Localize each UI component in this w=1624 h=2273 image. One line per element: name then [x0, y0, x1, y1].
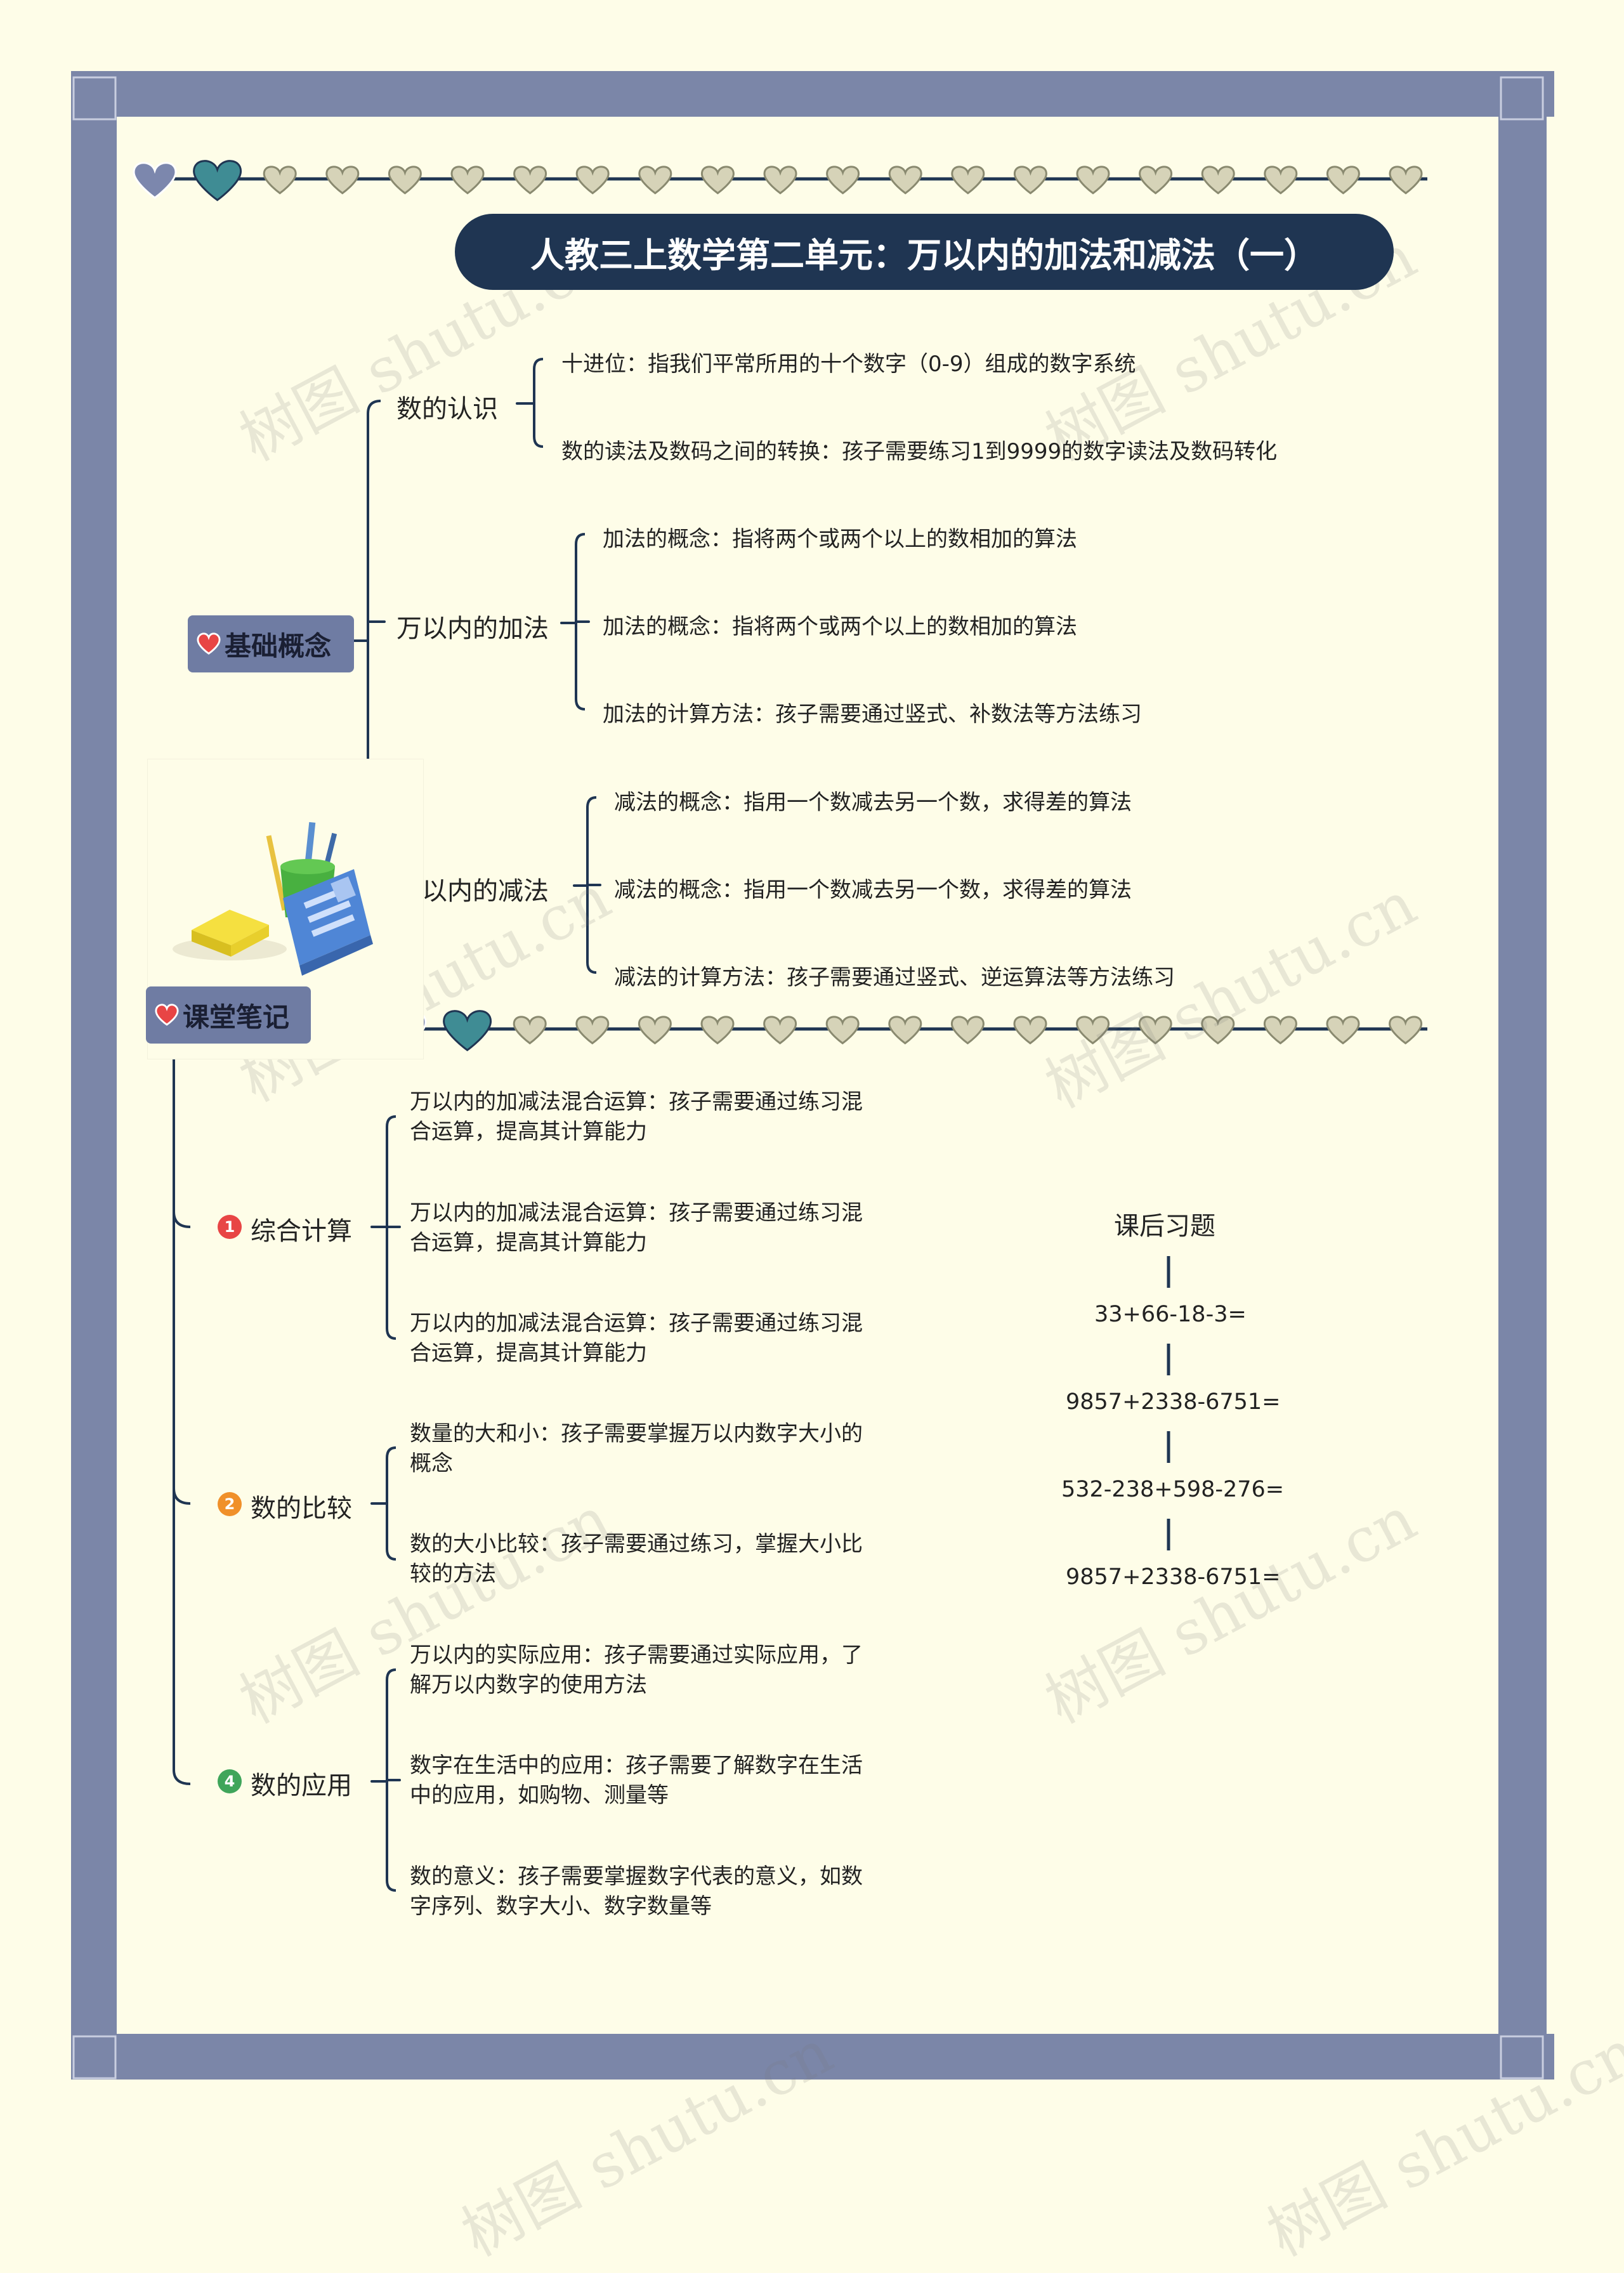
heart-chain — [951, 166, 985, 195]
heart-chain — [763, 1016, 797, 1045]
branch-label-application[interactable]: 数的应用 — [251, 1771, 352, 1800]
heart-chain — [263, 166, 297, 195]
frame-corner — [1500, 76, 1544, 121]
heart-chain — [1138, 1016, 1172, 1045]
frame-left-bar — [71, 71, 117, 2080]
frame-top-bar — [71, 71, 1554, 117]
note-mixed-3[interactable]: 万以内的加减法混合运算：孩子需要通过练习混合运算，提高其计算能力 — [410, 1311, 863, 1366]
heart-chain — [133, 162, 177, 199]
heart-chain — [1013, 1016, 1047, 1045]
number-badge: 2 — [218, 1492, 242, 1516]
connector-line — [173, 1488, 191, 1505]
heart-chain — [1201, 166, 1235, 195]
heart-chain — [888, 166, 922, 195]
exercise-item[interactable]: 532-238+598-276= — [1061, 1477, 1285, 1502]
heart-chain — [513, 1016, 547, 1045]
heart-chain — [1326, 166, 1360, 195]
leaf-subtraction-method[interactable]: 减法的计算方法：孩子需要通过竖式、逆运算法等方法练习 — [614, 965, 1175, 990]
heart-chain — [443, 1010, 492, 1052]
heart-chain — [1264, 166, 1298, 195]
heart-chain — [1201, 1016, 1235, 1045]
heart-chain — [513, 166, 547, 195]
leaf-subtraction-concept[interactable]: 减法的概念：指用一个数减去另一个数，求得差的算法 — [614, 877, 1132, 903]
category-label: 课堂笔记 — [183, 1001, 290, 1033]
heart-chain — [1389, 166, 1423, 195]
heart-chain — [1076, 166, 1110, 195]
heart-chain — [826, 166, 860, 195]
connector-line — [533, 358, 544, 448]
number-badge: 4 — [218, 1769, 242, 1793]
heart-chain — [388, 166, 422, 195]
note-mixed-2[interactable]: 万以内的加减法混合运算：孩子需要通过练习混合运算，提高其计算能力 — [410, 1200, 863, 1255]
heart-chain — [888, 1016, 922, 1045]
leaf-decimal[interactable]: 十进位：指我们平常所用的十个数字（0-9）组成的数字系统 — [561, 351, 1136, 377]
leaf-addition-method[interactable]: 加法的计算方法：孩子需要通过竖式、补数法等方法练习 — [603, 702, 1142, 727]
note-apply-3[interactable]: 数的意义：孩子需要掌握数字代表的意义，如数字序列、数字大小、数字数量等 — [410, 1864, 863, 1919]
heart-chain — [1326, 1016, 1360, 1045]
connector-line — [173, 1211, 191, 1228]
frame-corner — [1500, 2035, 1544, 2080]
note-apply-1[interactable]: 万以内的实际应用：孩子需要通过实际应用，了解万以内数字的使用方法 — [410, 1642, 863, 1698]
pencil-cup-illustration — [147, 759, 424, 1059]
exercise-item[interactable]: 9857+2338-6751= — [1066, 1564, 1281, 1590]
heart-chain — [1013, 166, 1047, 195]
leaf-addition-concept[interactable]: 加法的概念：指将两个或两个以上的数相加的算法 — [603, 527, 1077, 552]
note-apply-2[interactable]: 数字在生活中的应用：孩子需要了解数字在生活中的应用，如购物、测量等 — [410, 1753, 863, 1808]
heart-icon — [197, 632, 221, 655]
leaf-addition-concept[interactable]: 加法的概念：指将两个或两个以上的数相加的算法 — [603, 614, 1077, 639]
category-badge-notes[interactable]: 课堂笔记 — [146, 986, 311, 1044]
frame-corner — [72, 2035, 117, 2080]
exercise-item[interactable]: 9857+2338-6751= — [1066, 1389, 1281, 1415]
heart-chain — [950, 1016, 985, 1045]
heart-chain — [450, 166, 485, 195]
branch-label-mixed-calc[interactable]: 综合计算 — [251, 1217, 352, 1246]
exercises-title: 课后习题 — [1114, 1212, 1215, 1241]
leaf-subtraction-concept[interactable]: 减法的概念：指用一个数减去另一个数，求得差的算法 — [614, 790, 1132, 815]
heart-chain — [638, 1016, 672, 1045]
leaf-reading[interactable]: 数的读法及数码之间的转换：孩子需要练习1到9999的数字读法及数码转化 — [561, 439, 1278, 464]
connector-line — [173, 1044, 191, 1785]
heart-chain — [193, 160, 242, 202]
connector-line — [386, 1446, 396, 1561]
exercise-item[interactable]: 33+66-18-3= — [1094, 1302, 1247, 1327]
page-title: 人教三上数学第二单元：万以内的加法和减法（一） — [455, 214, 1394, 290]
number-badge: 1 — [218, 1215, 242, 1239]
heart-chain — [763, 166, 797, 195]
heart-chain — [1139, 166, 1173, 195]
heart-chain — [575, 1016, 610, 1045]
note-compare-2[interactable]: 数的大小比较：孩子需要通过练习，掌握大小比较的方法 — [410, 1531, 863, 1587]
heart-chain — [825, 1016, 860, 1045]
category-label: 基础概念 — [225, 630, 332, 662]
frame-right-bar — [1498, 71, 1547, 2080]
note-compare-1[interactable]: 数量的大和小：孩子需要掌握万以内数字大小的概念 — [410, 1421, 863, 1476]
branch-label-addition[interactable]: 万以内的加法 — [396, 614, 549, 643]
branch-label-number-recognition[interactable]: 数的认识 — [396, 395, 498, 424]
mindmap-canvas — [71, 71, 1554, 2080]
frame-corner — [72, 76, 117, 121]
heart-chain — [1389, 1016, 1423, 1045]
heart-chain — [575, 166, 610, 195]
branch-label-compare[interactable]: 数的比较 — [251, 1494, 352, 1523]
heart-chain — [1263, 1016, 1297, 1045]
category-badge-basics[interactable]: 基础概念 — [188, 615, 354, 672]
heart-chain — [638, 166, 672, 195]
heart-icon — [155, 1004, 179, 1026]
frame-bottom-bar — [71, 2034, 1554, 2080]
heart-chain — [325, 166, 360, 195]
heart-chain — [700, 1016, 735, 1045]
heart-chain — [1076, 1016, 1110, 1045]
heart-chain — [700, 166, 735, 195]
note-mixed-1[interactable]: 万以内的加减法混合运算：孩子需要通过练习混合运算，提高其计算能力 — [410, 1089, 863, 1144]
